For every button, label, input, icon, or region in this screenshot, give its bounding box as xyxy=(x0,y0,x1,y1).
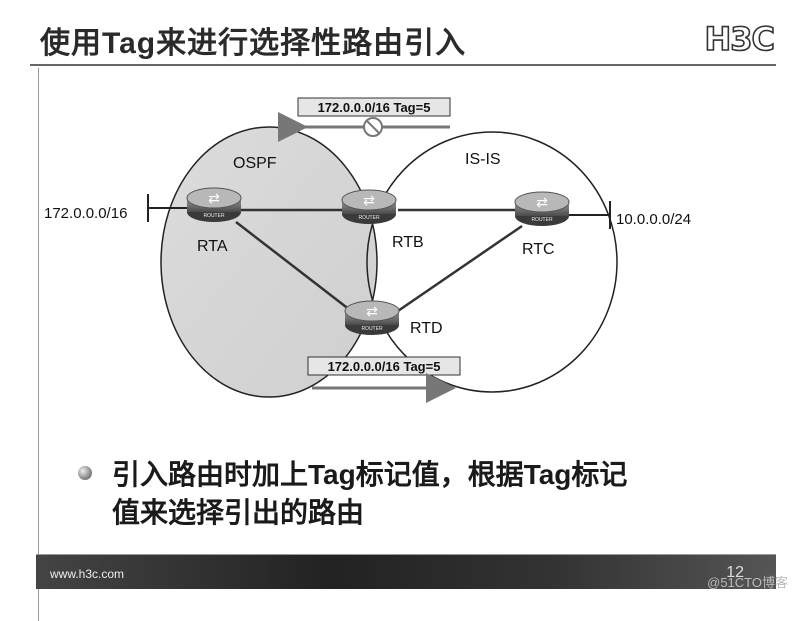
slide-title: 使用Tag来进行选择性路由引入 xyxy=(40,27,467,60)
rtb-label: RTB xyxy=(392,234,424,251)
slide: 使用Tag来进行选择性路由引入 H3C OSPF IS-IS xyxy=(30,19,788,621)
router-arrows-icon: ⇄ xyxy=(536,194,548,210)
watermark: @51CTO博客 xyxy=(707,575,788,590)
network-diagram: OSPF IS-IS ⇄ ROUTER ⇄ ROUTER xyxy=(44,97,691,403)
bullet-text: 引入路由时加上Tag标记值，根据Tag标记 值来选择引出的路由 xyxy=(112,456,732,532)
svg-text:ROUTER: ROUTER xyxy=(358,215,380,221)
link-rta-rtd xyxy=(235,221,351,311)
router-rtc: ⇄ ROUTER xyxy=(514,191,570,226)
bottom-tag-box xyxy=(307,356,461,376)
router-rtd: ⇄ ROUTER xyxy=(344,300,400,335)
isis-label: IS-IS xyxy=(465,151,501,168)
right-network-label: 10.0.0.0/24 xyxy=(616,211,691,228)
title-divider xyxy=(30,64,776,66)
ospf-label: OSPF xyxy=(233,155,277,172)
top-tag-box xyxy=(297,97,451,117)
svg-text:ROUTER: ROUTER xyxy=(203,213,225,219)
page-number: 12 xyxy=(726,564,744,581)
footer-bar: www.h3c.com 12 xyxy=(36,554,776,589)
router-rtb: ⇄ ROUTER xyxy=(341,189,397,224)
bullet-line-2: 值来选择引出的路由 xyxy=(112,497,365,528)
bullet-line-1: 引入路由时加上Tag标记值，根据Tag标记 xyxy=(112,459,628,490)
left-network-label: 172.0.0.0/16 xyxy=(44,205,127,222)
svg-text:ROUTER: ROUTER xyxy=(531,217,553,223)
rtc-label: RTC xyxy=(522,241,555,258)
bullet-dot-icon xyxy=(78,466,92,480)
h3c-logo: H3C xyxy=(704,19,776,59)
rtd-label: RTD xyxy=(410,320,443,337)
router-arrows-icon: ⇄ xyxy=(363,192,375,208)
content-frame xyxy=(38,68,779,621)
link-rtd-rtc xyxy=(394,224,523,315)
router-arrows-icon: ⇄ xyxy=(366,303,378,319)
isis-area xyxy=(366,131,618,393)
router-rta: ⇄ ROUTER xyxy=(186,187,242,222)
bottom-tag-text: 172.0.0.0/16 Tag=5 xyxy=(328,359,441,374)
footer-url: www.h3c.com xyxy=(50,567,125,581)
svg-text:ROUTER: ROUTER xyxy=(361,326,383,332)
router-arrows-icon: ⇄ xyxy=(208,190,220,206)
rta-label: RTA xyxy=(197,238,228,255)
prohibited-icon xyxy=(363,117,383,137)
top-tag-text: 172.0.0.0/16 Tag=5 xyxy=(318,100,431,115)
